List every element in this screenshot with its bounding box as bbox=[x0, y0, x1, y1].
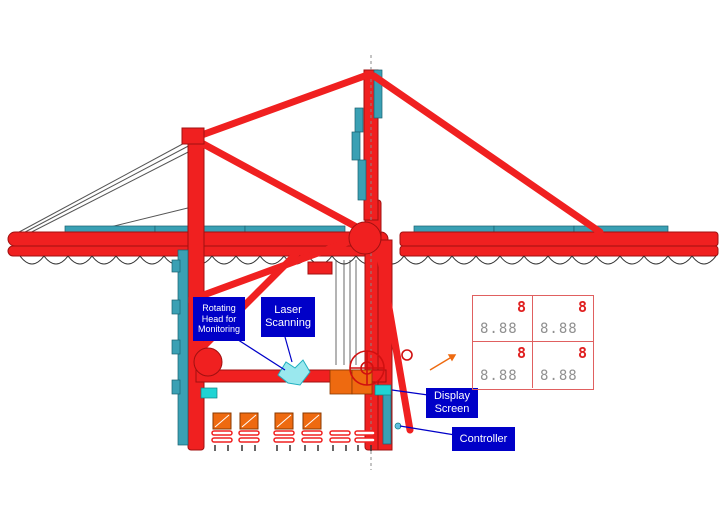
display-screen-text: Display Screen bbox=[433, 390, 471, 415]
laser-scanner-icon bbox=[277, 359, 311, 386]
display-digit: 8 bbox=[577, 344, 587, 362]
sheave-wheel-icon bbox=[349, 349, 413, 386]
rotating-head-text: Rotating Head for Monitoring bbox=[197, 303, 241, 335]
festoon-scallop bbox=[619, 255, 645, 265]
display-readout: 8.88 bbox=[540, 368, 578, 384]
display-screen-label: Display Screen bbox=[426, 388, 478, 418]
ground-vehicle bbox=[301, 412, 323, 451]
festoon-scallop bbox=[595, 255, 621, 265]
ground-vehicle bbox=[354, 430, 376, 451]
arrow-icon bbox=[429, 354, 457, 371]
festoon-scallop bbox=[643, 255, 669, 265]
controller-text: Controller bbox=[459, 432, 508, 445]
festoon-scallop bbox=[259, 255, 285, 265]
display-cell: 8 8.88 bbox=[533, 296, 593, 342]
display-readout: 8.88 bbox=[480, 368, 518, 384]
controller-label: Controller bbox=[452, 427, 515, 451]
rotating-head-label: Rotating Head for Monitoring bbox=[193, 297, 245, 341]
festoon-scallop bbox=[547, 255, 573, 265]
festoon-scallop bbox=[451, 255, 477, 265]
laser-scanning-label: Laser Scanning bbox=[261, 297, 315, 337]
ground-vehicles bbox=[211, 412, 376, 451]
display-cell: 8 8.88 bbox=[533, 342, 593, 388]
tower-containers bbox=[351, 69, 383, 201]
festoon-scallop bbox=[235, 255, 261, 265]
display-readout: 8.88 bbox=[540, 321, 578, 337]
display-digit: 8 bbox=[516, 344, 526, 362]
festoon-scallop bbox=[499, 255, 525, 265]
trolley bbox=[307, 260, 357, 365]
festoon-scallop bbox=[43, 255, 69, 265]
ground-vehicle bbox=[238, 412, 260, 451]
festoon-scallop bbox=[523, 255, 549, 265]
ground-vehicle bbox=[329, 430, 351, 451]
display-panel: 8 8.88 8 8.88 8 8.88 8 8.88 bbox=[472, 295, 594, 390]
display-digit: 8 bbox=[577, 298, 587, 316]
laser-scanning-text: Laser Scanning bbox=[265, 304, 311, 329]
festoon-scallop bbox=[403, 255, 429, 265]
festoon-scallop bbox=[427, 255, 453, 265]
festoon-scallop bbox=[115, 255, 141, 265]
display-digit: 8 bbox=[516, 298, 526, 316]
festoon-scallop bbox=[667, 255, 693, 265]
ground-vehicle bbox=[273, 412, 295, 451]
display-cell: 8 8.88 bbox=[473, 296, 533, 342]
festoon-scallop bbox=[139, 255, 165, 265]
yard-containers bbox=[171, 249, 392, 446]
festoon-scallop bbox=[91, 255, 117, 265]
festoon-scallop bbox=[475, 255, 501, 265]
display-readout: 8.88 bbox=[480, 321, 518, 337]
callout-leaders bbox=[231, 335, 456, 436]
festoon-scallop bbox=[211, 255, 237, 265]
festoon-scallop bbox=[571, 255, 597, 265]
festoon-scallop bbox=[691, 255, 717, 265]
ground-vehicle bbox=[211, 412, 233, 451]
display-cell: 8 8.88 bbox=[473, 342, 533, 388]
festoon-scallop bbox=[67, 255, 93, 265]
festoon-scallop bbox=[19, 255, 45, 265]
